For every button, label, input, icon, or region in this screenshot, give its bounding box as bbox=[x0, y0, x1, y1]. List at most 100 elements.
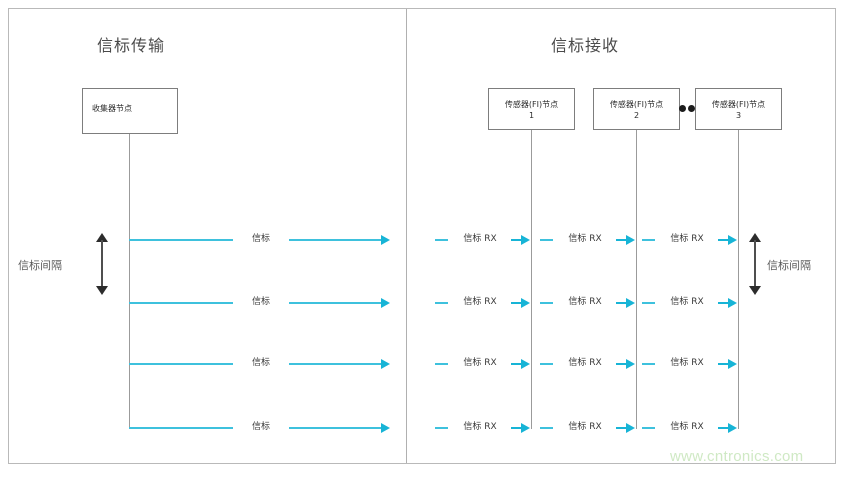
beacon-rx-line-right bbox=[511, 302, 522, 304]
collector-node-box: 收集器节点 bbox=[82, 88, 178, 134]
collector-timeline bbox=[129, 134, 130, 429]
beacon-line-left bbox=[129, 239, 233, 241]
sensor-3-timeline bbox=[738, 130, 739, 429]
beacon-rx-line-right bbox=[718, 239, 729, 241]
beacon-rx-row: 信标 RX bbox=[540, 357, 641, 371]
beacon-rx-arrow-icon bbox=[728, 298, 737, 308]
sensor-node-number: 3 bbox=[735, 111, 742, 120]
sensor-node-box-3: 传感器(FI)节点 3 bbox=[695, 88, 782, 130]
beacon-label: 信标 bbox=[251, 422, 270, 432]
beacon-rx-row: 信标 RX bbox=[540, 421, 641, 435]
beacon-rx-row: 信标 RX bbox=[642, 296, 743, 310]
arrow-shaft bbox=[101, 240, 103, 288]
dot-icon bbox=[679, 105, 686, 112]
beacon-rx-arrow-icon bbox=[521, 235, 530, 245]
beacon-arrow-icon bbox=[381, 235, 390, 245]
beacon-rx-line-right bbox=[511, 427, 522, 429]
beacon-interval-label: 信标间隔 bbox=[18, 259, 62, 272]
beacon-rx-label: 信标 RX bbox=[463, 234, 497, 244]
beacon-line-right bbox=[289, 427, 382, 429]
beacon-line-right bbox=[289, 363, 382, 365]
arrow-down-head-icon bbox=[96, 286, 108, 295]
beacon-rx-label: 信标 RX bbox=[670, 422, 704, 432]
beacon-rx-row: 信标 RX bbox=[435, 296, 536, 310]
beacon-rx-line-right bbox=[616, 363, 627, 365]
beacon-rx-line-right bbox=[616, 302, 627, 304]
beacon-rx-line-left bbox=[642, 239, 655, 241]
beacon-rx-arrow-icon bbox=[728, 235, 737, 245]
beacon-rx-line-right bbox=[616, 427, 627, 429]
beacon-line-right bbox=[289, 239, 382, 241]
sensor-1-timeline bbox=[531, 130, 532, 429]
beacon-rx-row: 信标 RX bbox=[642, 421, 743, 435]
arrow-shaft bbox=[754, 240, 756, 288]
beacon-rx-arrow-icon bbox=[626, 235, 635, 245]
beacon-rx-row: 信标 RX bbox=[435, 421, 536, 435]
beacon-rx-line-left bbox=[435, 427, 448, 429]
arrow-down-head-icon bbox=[749, 286, 761, 295]
beacon-rx-line-right bbox=[718, 363, 729, 365]
collector-node-label: 收集器节点 bbox=[92, 104, 132, 113]
beacon-rx-arrow-icon bbox=[521, 298, 530, 308]
beacon-rx-row: 信标 RX bbox=[642, 357, 743, 371]
sensor-node-box-1: 传感器(FI)节点 1 bbox=[488, 88, 575, 130]
beacon-label: 信标 bbox=[251, 234, 270, 244]
beacon-rx-line-left bbox=[435, 363, 448, 365]
beacon-rx-label: 信标 RX bbox=[463, 422, 497, 432]
beacon-rx-label: 信标 RX bbox=[568, 297, 602, 307]
sensor-node-label: 传感器(FI)节点 bbox=[711, 100, 766, 109]
beacon-rx-row: 信标 RX bbox=[540, 296, 641, 310]
beacon-interval-arrow-icon bbox=[749, 233, 761, 295]
beacon-rx-label: 信标 RX bbox=[568, 358, 602, 368]
beacon-label: 信标 bbox=[251, 358, 270, 368]
beacon-rx-line-left bbox=[540, 363, 553, 365]
beacon-rx-line-left bbox=[642, 363, 655, 365]
sensor-node-label: 传感器(FI)节点 bbox=[609, 100, 664, 109]
beacon-rx-line-right bbox=[511, 239, 522, 241]
beacon-interval-label: 信标间隔 bbox=[767, 259, 811, 272]
watermark: www.cntronics.com bbox=[670, 448, 804, 465]
beacon-arrow-icon bbox=[381, 423, 390, 433]
beacon-rx-line-left bbox=[435, 239, 448, 241]
beacon-rx-row: 信标 RX bbox=[435, 357, 536, 371]
beacon-rx-arrow-icon bbox=[728, 423, 737, 433]
left-panel-title: 信标传输 bbox=[97, 36, 166, 55]
beacon-rx-arrow-icon bbox=[521, 423, 530, 433]
ellipsis-dots-icon bbox=[679, 105, 697, 114]
beacon-rx-label: 信标 RX bbox=[463, 297, 497, 307]
beacon-rx-line-left bbox=[435, 302, 448, 304]
beacon-rx-label: 信标 RX bbox=[568, 234, 602, 244]
beacon-rx-line-left bbox=[540, 239, 553, 241]
beacon-rx-line-right bbox=[718, 302, 729, 304]
beacon-rx-arrow-icon bbox=[626, 423, 635, 433]
beacon-rx-arrow-icon bbox=[728, 359, 737, 369]
sensor-node-label: 传感器(FI)节点 bbox=[504, 100, 559, 109]
beacon-rx-label: 信标 RX bbox=[670, 297, 704, 307]
beacon-line-left bbox=[129, 363, 233, 365]
beacon-rx-label: 信标 RX bbox=[670, 358, 704, 368]
beacon-rx-line-left bbox=[642, 427, 655, 429]
beacon-rx-label: 信标 RX bbox=[463, 358, 497, 368]
dot-icon bbox=[688, 105, 695, 112]
beacon-rx-line-left bbox=[540, 302, 553, 304]
beacon-rx-row: 信标 RX bbox=[435, 233, 536, 247]
beacon-line-left bbox=[129, 427, 233, 429]
beacon-line-right bbox=[289, 302, 382, 304]
beacon-arrow-icon bbox=[381, 298, 390, 308]
panel-divider bbox=[406, 9, 407, 463]
sensor-2-timeline bbox=[636, 130, 637, 429]
beacon-rx-row: 信标 RX bbox=[642, 233, 743, 247]
beacon-rx-label: 信标 RX bbox=[670, 234, 704, 244]
beacon-interval-arrow-icon bbox=[96, 233, 108, 295]
diagram-frame bbox=[8, 8, 836, 464]
beacon-rx-line-right bbox=[718, 427, 729, 429]
beacon-rx-arrow-icon bbox=[626, 359, 635, 369]
beacon-line-left bbox=[129, 302, 233, 304]
beacon-label: 信标 bbox=[251, 297, 270, 307]
beacon-rx-label: 信标 RX bbox=[568, 422, 602, 432]
arrow-up-head-icon bbox=[749, 233, 761, 242]
beacon-rx-line-left bbox=[540, 427, 553, 429]
sensor-node-number: 2 bbox=[633, 111, 640, 120]
beacon-rx-arrow-icon bbox=[521, 359, 530, 369]
